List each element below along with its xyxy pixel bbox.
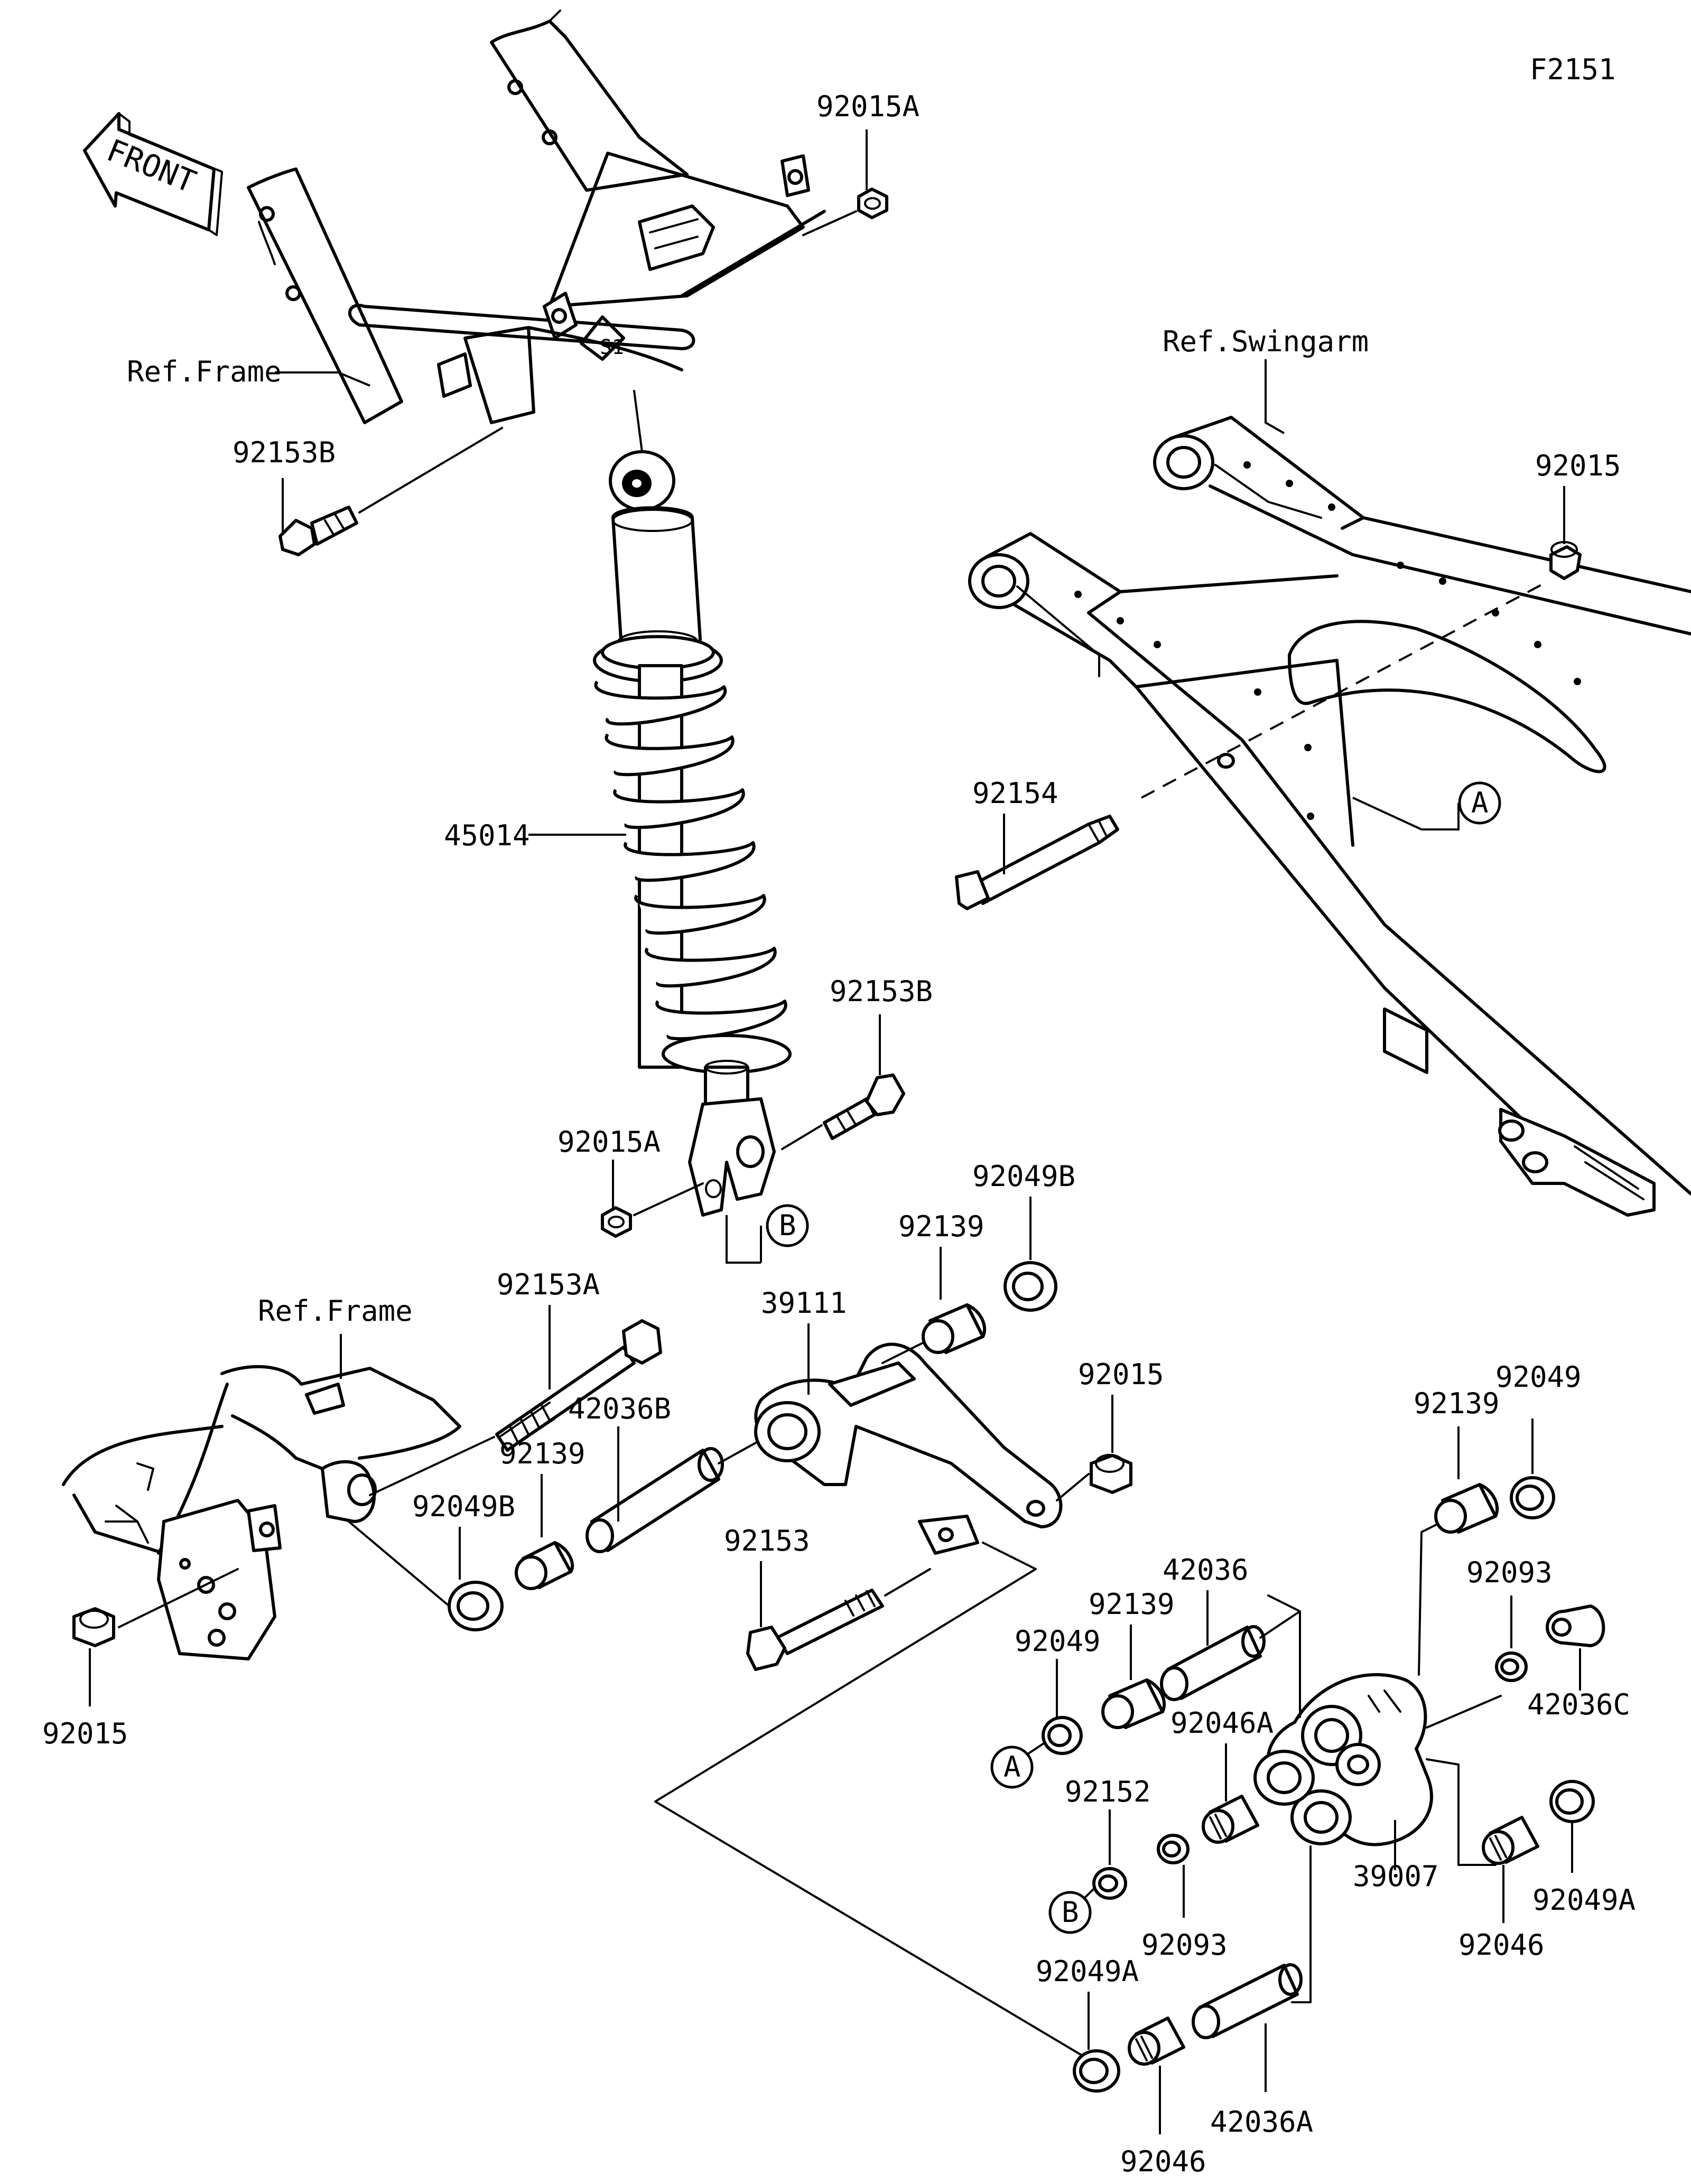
washer-92093-lower [1157,1834,1190,1864]
ref-frame-upper-label: Ref.Frame [127,355,282,388]
bolt-92154 [955,815,1119,910]
label-92139-left: 92139 [499,1437,586,1470]
label-92153B-top: 92153B [233,436,336,469]
nut-92015-link [1090,1454,1132,1494]
label-92046-right: 92046 [1458,1928,1545,1962]
washer-92152 [1092,1867,1127,1900]
sleeve-42036B [586,1447,724,1553]
label-92049A-right: 92049A [1532,1883,1636,1917]
label-92139-right: 92139 [1414,1387,1500,1420]
nut-92015A-mid [601,1206,632,1238]
tie-rod-39111 [754,1342,1063,1555]
marker-b-bottom-circle [1048,1891,1092,1934]
label-92046-bottom: 92046 [1120,2145,1206,2178]
label-92153B-mid: 92153B [830,975,933,1008]
label-39007: 39007 [1353,1860,1439,1893]
label-92015-link: 92015 [1078,1358,1164,1391]
washer-92049A-right [1549,1780,1595,1823]
label-92153A: 92153A [497,1268,600,1301]
frame-upper-drawing: S1 [247,10,826,424]
collar-92139-left [515,1541,574,1590]
washer-92049-right [1510,1476,1555,1519]
bearing-92046A [1202,1795,1259,1844]
ref-swingarm-label: Ref.Swingarm [1163,325,1369,358]
frame-lower-drawing [62,1365,461,1660]
ref-frame-lower-label: Ref.Frame [258,1294,413,1328]
bearing-92046-right [1482,1816,1539,1865]
collar-92139-right [1434,1483,1499,1534]
nut-92015A-top [857,188,888,219]
washer-92049-left [1042,1716,1083,1755]
rocker-arm-39007 [1253,1673,1433,1846]
nut-92015-swingarm [1549,541,1582,580]
label-92049B-right: 92049B [972,1160,1075,1193]
bolt-92153B-mid [823,1074,905,1140]
washer-92049A-left [1073,2049,1120,2093]
bolt-92153B-top [278,506,358,556]
marker-b-bottom: B [1062,1896,1079,1929]
bearing-92046-bottom [1128,2017,1185,2066]
label-45014: 45014 [444,819,530,852]
front-arrow-icon: FRONT [83,112,223,236]
label-42036: 42036 [1163,1553,1249,1586]
marker-a-bottom: A [1004,1750,1021,1784]
label-92015-swingarm: 92015 [1535,449,1621,482]
rear-shock-absorber [593,450,792,1217]
label-92049B-left: 92049B [412,1490,515,1523]
sleeve-42036A [1192,1963,1303,2039]
label-42036C: 42036C [1527,1688,1630,1721]
label-92139-upper: 92139 [898,1210,984,1243]
label-92015A-top: 92015A [816,90,919,123]
figure-code: F2151 [1530,53,1616,86]
marker-a-bottom-circle [990,1746,1034,1789]
washer-92093-right [1495,1651,1528,1682]
marker-b-top: B [779,1209,796,1242]
label-92152: 92152 [1065,1775,1151,1808]
label-92049-right: 92049 [1495,1360,1582,1394]
washer-92049B-right [1004,1261,1057,1312]
label-92049-left: 92049 [1015,1625,1101,1658]
marker-a-top-circle [1458,781,1501,825]
collar-92139-mid [1101,1678,1166,1729]
collar-42036C [1546,1604,1605,1647]
label-92153: 92153 [724,1524,810,1557]
bolt-92153 [746,1589,884,1671]
nut-92015-frame [72,1607,115,1647]
label-39111: 39111 [761,1286,847,1320]
swingarm-drawing [968,416,1691,1217]
label-92154: 92154 [972,777,1058,810]
label-92046A: 92046A [1170,1706,1274,1740]
label-92015A-mid: 92015A [558,1125,661,1159]
marker-b-top-circle [766,1204,809,1247]
label-92093-right: 92093 [1466,1556,1553,1589]
label-92015-frame: 92015 [42,1717,128,1750]
label-92093-lower: 92093 [1141,1928,1228,1962]
label-42036A: 42036A [1210,2105,1313,2139]
marker-a-top: A [1471,786,1489,819]
washer-92049B-left [448,1581,504,1631]
label-92139-mid: 92139 [1089,1588,1175,1621]
label-42036B: 42036B [568,1392,671,1425]
sleeve-42036 [1160,1625,1266,1701]
bolt-92153A [495,1319,662,1452]
label-92049A-left: 92049A [1036,1955,1139,1988]
collar-92139-upper [922,1303,987,1354]
